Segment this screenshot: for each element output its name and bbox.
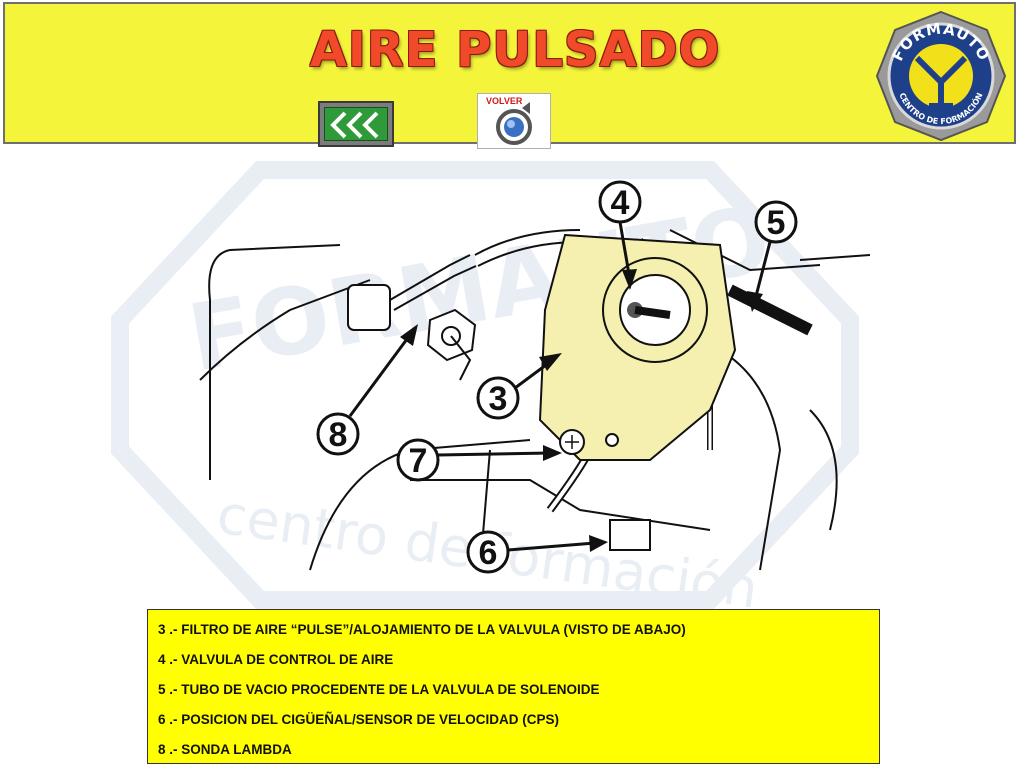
svg-text:6: 6 (479, 534, 498, 572)
svg-text:4: 4 (611, 184, 630, 222)
page-title: AIRE PULSADO (309, 22, 721, 78)
callout-4: 4 (598, 180, 642, 290)
callout-3: 3 (476, 353, 562, 420)
callout-6: 6 (466, 530, 608, 574)
legend-item: 4 .- VALVULA DE CONTROL DE AIRE (158, 652, 394, 667)
legend-item: 6 .- POSICION DEL CIGÜEÑAL/SENSOR DE VEL… (158, 712, 560, 727)
callout-7: 7 (396, 438, 562, 482)
svg-text:8: 8 (329, 416, 348, 454)
filter-housing (538, 233, 737, 461)
legend-item: 3 .- FILTRO DE AIRE “PULSE”/ALOJAMIENTO … (158, 622, 686, 637)
svg-text:3: 3 (489, 380, 508, 418)
formauto-logo: FORMAUTO CENTRO DE FORMACIÓN (875, 10, 1007, 142)
svg-text:7: 7 (409, 442, 428, 480)
return-globe-icon (496, 102, 532, 145)
header-bar: AIRE PULSADO VOLVER FORM (3, 2, 1016, 149)
callout-5: 5 (747, 200, 798, 312)
svg-text:5: 5 (767, 204, 786, 242)
callout-8: 8 (316, 324, 418, 456)
legend-item: 5 .- TUBO DE VACIO PROCEDENTE DE LA VALV… (158, 682, 600, 697)
back-button[interactable] (318, 101, 394, 147)
triple-chevron-left-icon (330, 111, 379, 139)
volver-label: VOLVER (486, 96, 523, 106)
legend-item: 8 .- SONDA LAMBDA (158, 742, 292, 757)
engine-diagram: FORMAUTO centro de formación (111, 161, 870, 610)
volver-button[interactable]: VOLVER (477, 93, 551, 149)
legend-box: 3 .- FILTRO DE AIRE “PULSE”/ALOJAMIENTO … (147, 609, 880, 764)
